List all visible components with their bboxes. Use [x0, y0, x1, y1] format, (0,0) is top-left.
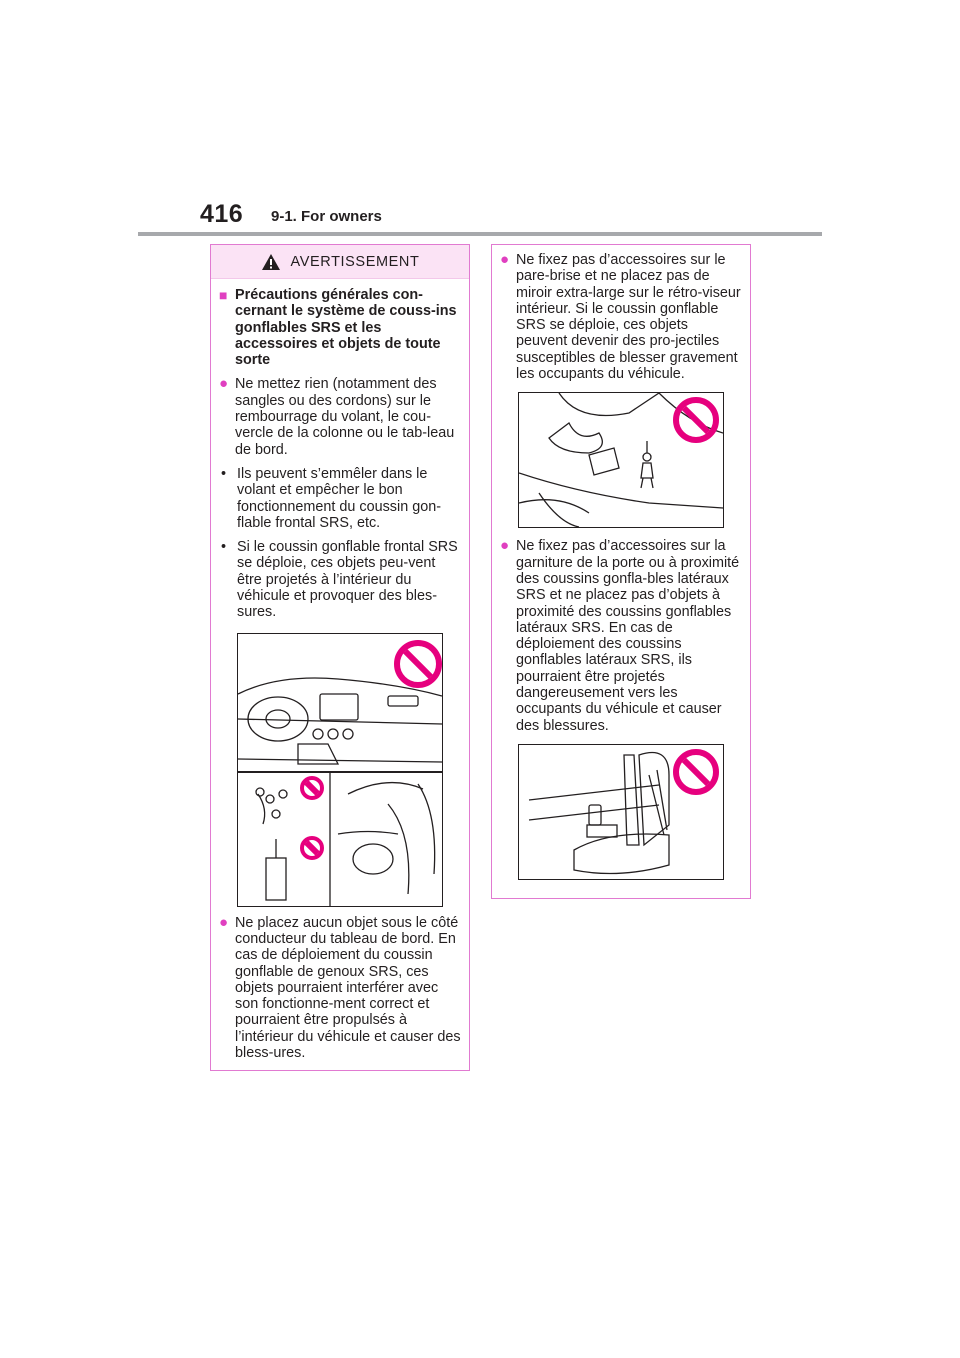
list-item: ● Ne placez aucun objet sous le côté con… [219, 913, 461, 1062]
continued-box: ● Ne fixez pas d’accessoires sur le pare… [491, 244, 751, 899]
list-item: ● Ne mettez rien (notamment des sangles … [219, 375, 461, 458]
item-text: Ne placez aucun objet sous le côté condu… [235, 914, 461, 1062]
dashboard-illustration [237, 632, 443, 907]
item-text: Ne mettez rien (notamment des sangles ou… [235, 376, 455, 458]
warning-header: AVERTISSEMENT [211, 245, 469, 279]
list-item: ● Ne fixez pas d’accessoires sur la garn… [500, 538, 742, 734]
prohibition-icon [673, 397, 719, 444]
dot-bullet-icon: • [221, 539, 227, 556]
section-title: 9-1. For owners [271, 208, 382, 225]
warning-triangle-icon [261, 253, 280, 270]
side-seat-illustration [518, 743, 724, 880]
dot-bullet-icon: • [221, 465, 227, 482]
item-text: Si le coussin gonflable frontal SRS se d… [237, 539, 458, 621]
item-text: Ne fixez pas d’accessoires sur la garnit… [516, 538, 740, 734]
item-text: Ne fixez pas d’accessoires sur le pare-b… [516, 252, 741, 383]
warning-heading-text: Précautions générales con-cernant le sys… [235, 287, 457, 369]
prohibition-icon [300, 775, 324, 800]
circle-bullet-icon: ● [500, 537, 510, 555]
circle-bullet-icon: ● [500, 251, 510, 268]
list-item: • Si le coussin gonflable frontal SRS se… [219, 539, 461, 620]
prohibition-icon [300, 835, 324, 860]
prohibition-icon [673, 748, 719, 795]
square-bullet-icon: ■ [219, 287, 228, 303]
list-item: • Ils peuvent s’emmêler dans le volant e… [219, 466, 461, 531]
page-number: 416 [200, 200, 244, 228]
list-item: ● Ne fixez pas d’accessoires sur le pare… [500, 251, 742, 383]
circle-bullet-icon: ● [219, 913, 229, 931]
circle-bullet-icon: ● [219, 375, 229, 393]
prohibition-icon [394, 639, 442, 688]
warning-title: AVERTISSEMENT [290, 253, 420, 270]
header-divider [138, 232, 822, 236]
warning-heading: ■ Précautions générales con-cernant le s… [219, 287, 461, 368]
warning-box: AVERTISSEMENT ■ Précautions générales co… [210, 244, 470, 1071]
item-text: Ils peuvent s’emmêler dans le volant et … [237, 465, 441, 531]
windshield-illustration [518, 392, 724, 529]
